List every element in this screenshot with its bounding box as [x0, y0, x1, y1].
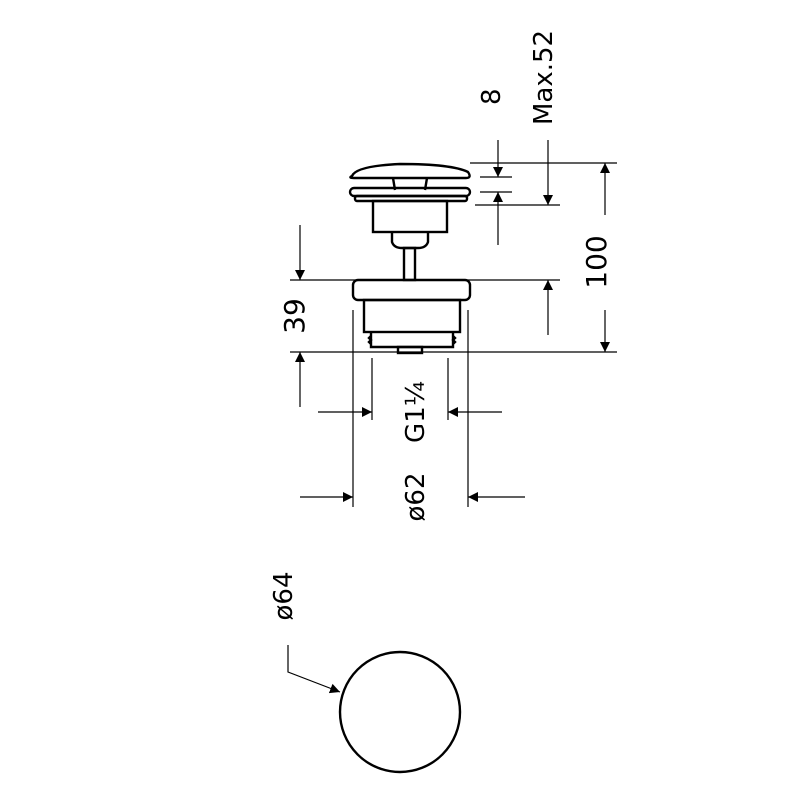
stem-guide	[390, 232, 430, 250]
upper-body	[371, 199, 449, 234]
thread	[367, 332, 457, 349]
label-cap-diameter: ø64	[269, 572, 299, 621]
label-max-height: Max.52	[529, 30, 559, 125]
dimension-lines	[287, 140, 617, 694]
cap-top-view	[338, 650, 462, 774]
label-body-height: 39	[278, 298, 311, 334]
label-flange-diameter: ø62	[401, 473, 431, 522]
label-gap: 8	[477, 88, 507, 105]
cap-dome	[349, 162, 471, 180]
waste-valve-side-view	[348, 162, 472, 355]
lower-body	[362, 298, 462, 334]
lower-flange	[351, 278, 472, 302]
outlet-nib	[396, 345, 424, 355]
stem	[402, 246, 417, 282]
label-thread: G1¼	[401, 381, 431, 443]
label-total-height: 100	[580, 235, 613, 288]
